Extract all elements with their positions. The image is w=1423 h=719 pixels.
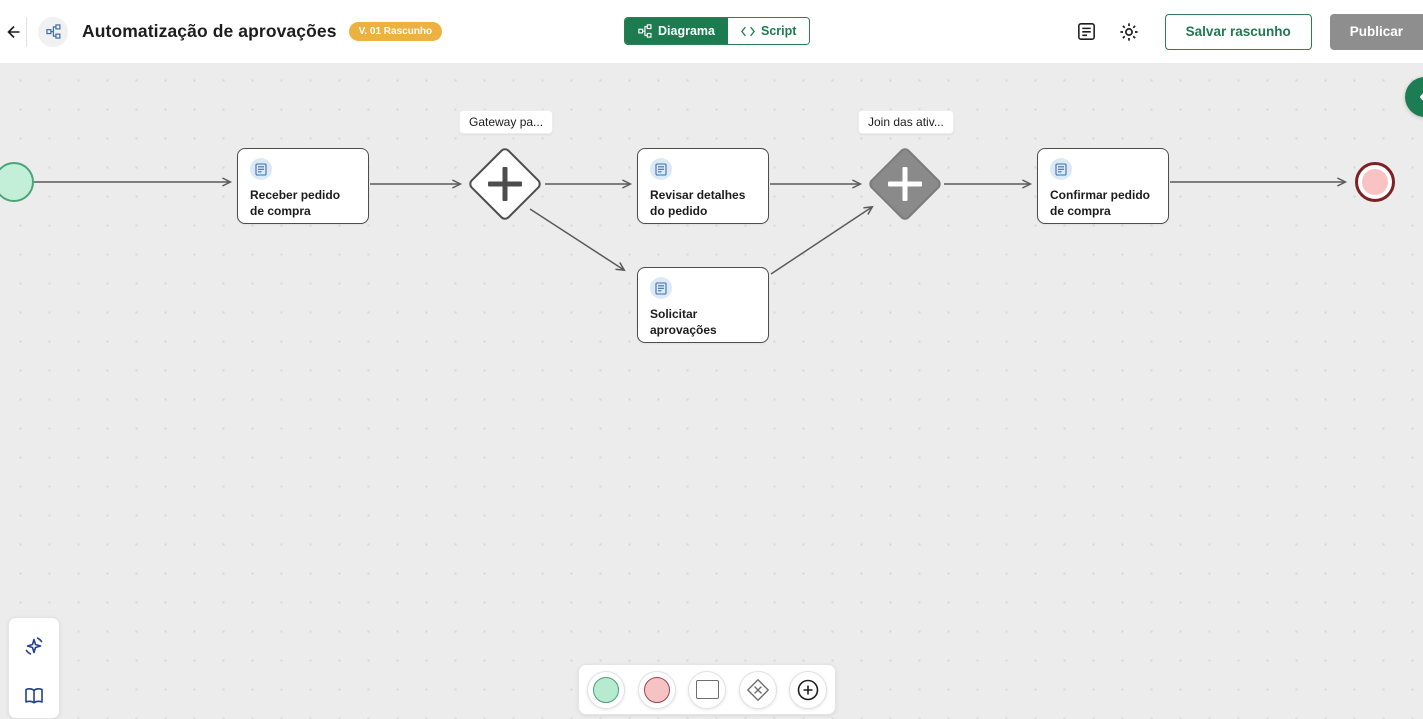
- save-draft-button[interactable]: Salvar rascunho: [1164, 13, 1312, 50]
- top-toolbar: Automatização de aprovações V. 01 Rascun…: [0, 0, 1423, 63]
- code-brackets-icon: [741, 26, 755, 36]
- task-node-revisar-detalhes[interactable]: Revisar detalhes do pedido: [637, 148, 769, 224]
- sparkle-icon: [25, 637, 43, 655]
- version-badge: V. 01 Rascunho: [348, 22, 443, 41]
- tab-diagrama-label: Diagrama: [658, 24, 715, 38]
- parallel-gateway-node[interactable]: [466, 145, 544, 223]
- palette-add-button[interactable]: [789, 670, 827, 709]
- start-event-icon: [593, 676, 619, 703]
- diagram-icon: [638, 24, 652, 38]
- header-divider: [26, 16, 27, 47]
- task-node-confirmar-pedido[interactable]: Confirmar pedido de compra: [1037, 148, 1169, 224]
- form-icon: [1050, 158, 1072, 180]
- gateway-label[interactable]: Gateway pa...: [459, 110, 554, 134]
- helper-panel: [8, 617, 60, 719]
- task-icon: [695, 680, 719, 699]
- palette-task-button[interactable]: [688, 670, 726, 709]
- ai-assistant-button[interactable]: [18, 630, 50, 662]
- end-event-inner: [1362, 169, 1388, 195]
- gateway-icon: [746, 678, 769, 701]
- changelog-button[interactable]: [1070, 15, 1104, 49]
- gear-icon: [1120, 22, 1138, 41]
- back-arrow-icon: [7, 25, 20, 38]
- diagram-canvas[interactable]: Receber pedido de compra Gateway pa... R…: [0, 63, 1423, 719]
- page-title: Automatização de aprovações: [82, 21, 337, 41]
- tab-script[interactable]: Script: [727, 18, 810, 44]
- task-label: Receber pedido de compra: [250, 188, 341, 218]
- flow-edges: [34, 177, 1348, 275]
- view-tab-group: Diagrama Script: [624, 17, 811, 45]
- add-icon: [797, 679, 819, 700]
- task-node-receber-pedido[interactable]: Receber pedido de compra: [237, 148, 369, 224]
- element-palette: [578, 664, 836, 715]
- parallel-gateway-join-node[interactable]: [866, 145, 944, 223]
- task-label: Revisar detalhes do pedido: [650, 188, 746, 218]
- back-button[interactable]: [0, 0, 26, 63]
- floating-assistant-button[interactable]: [1405, 77, 1423, 117]
- task-label: Solicitar aprovações: [650, 307, 717, 337]
- task-node-solicitar-aprovacoes[interactable]: Solicitar aprovações: [637, 267, 769, 343]
- tab-script-label: Script: [760, 24, 797, 38]
- form-icon: [250, 158, 272, 180]
- assistant-icon: [1419, 91, 1423, 103]
- end-event-node[interactable]: [1355, 162, 1395, 202]
- gateway-label[interactable]: Join das ativ...: [858, 110, 954, 134]
- form-icon: [650, 277, 672, 299]
- header-actions: Salvar rascunho Publicar: [1070, 0, 1423, 63]
- palette-start-event-button[interactable]: [587, 670, 625, 709]
- palette-end-event-button[interactable]: [637, 670, 676, 709]
- tab-diagrama[interactable]: Diagrama: [625, 18, 728, 44]
- publish-button[interactable]: Publicar: [1329, 13, 1423, 50]
- workflow-icon: [38, 16, 68, 47]
- settings-button[interactable]: [1112, 15, 1146, 49]
- plus-icon: [478, 157, 532, 211]
- document-lines-icon: [1078, 23, 1096, 40]
- book-icon: [25, 688, 43, 704]
- start-event-node[interactable]: [0, 162, 34, 202]
- documentation-button[interactable]: [18, 680, 50, 712]
- end-event-icon: [643, 676, 670, 703]
- plus-icon: [878, 157, 932, 211]
- task-label: Confirmar pedido de compra: [1050, 188, 1151, 218]
- palette-gateway-button[interactable]: [738, 670, 777, 709]
- form-icon: [650, 158, 672, 180]
